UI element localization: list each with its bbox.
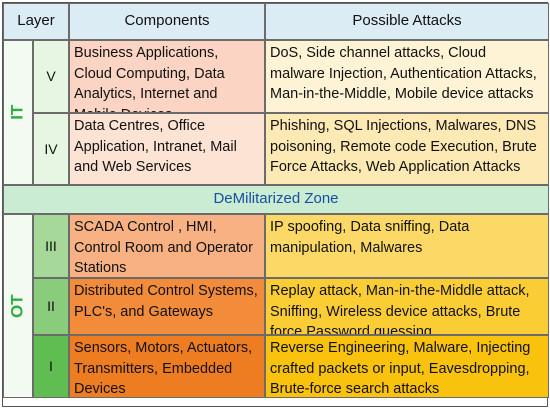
header-possible-attacks: Possible Attacks <box>265 3 549 40</box>
layer-v-attacks: DoS, Side channel attacks, Cloud malware… <box>265 40 549 113</box>
layer-i-attacks: Reverse Engineering, Malware, Injecting … <box>265 335 549 398</box>
dmz-row: DeMilitarized Zone <box>3 185 549 214</box>
layer-i-number: I <box>33 335 69 398</box>
layer-iii-attacks: IP spoofing, Data sniffing, Data manipul… <box>265 214 549 278</box>
layer-iv-attacks: Phishing, SQL Injections, Malwares, DNS … <box>265 113 549 185</box>
layer-i-components: Sensors, Motors, Actuators, Transmitters… <box>69 335 265 398</box>
layer-ii-components: Distributed Control Systems, PLC's, and … <box>69 278 265 335</box>
layer-iv-number: IV <box>33 113 69 185</box>
layer-ii-attacks: Replay attack, Man-in-the-Middle attack,… <box>265 278 549 335</box>
layer-v-components: Business Applications, Cloud Computing, … <box>69 40 265 113</box>
group-ot-text: OT <box>7 294 27 318</box>
layer-iv-components: Data Centres, Office Application, Intran… <box>69 113 265 185</box>
layer-ii-number: II <box>33 278 69 335</box>
layer-iii-number: III <box>33 214 69 278</box>
group-label-ot: OT <box>3 214 33 398</box>
layer-iii-components: SCADA Control , HMI, Control Room and Op… <box>69 214 265 278</box>
layer-v-number: V <box>33 40 69 113</box>
header-layer: Layer <box>3 3 69 40</box>
group-it-text: IT <box>7 104 27 121</box>
header-components: Components <box>69 3 265 40</box>
group-label-it: IT <box>3 40 33 185</box>
